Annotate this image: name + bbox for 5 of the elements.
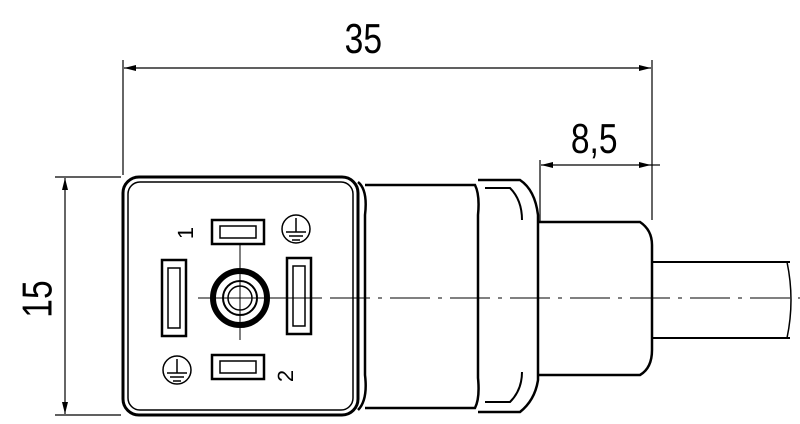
pin-number: 1 (175, 226, 198, 240)
dimension-value: 15 (16, 280, 58, 318)
dimension-value: 35 (344, 18, 382, 60)
dimension-value: 8,5 (570, 118, 618, 160)
pin-number: 2 (275, 370, 298, 382)
